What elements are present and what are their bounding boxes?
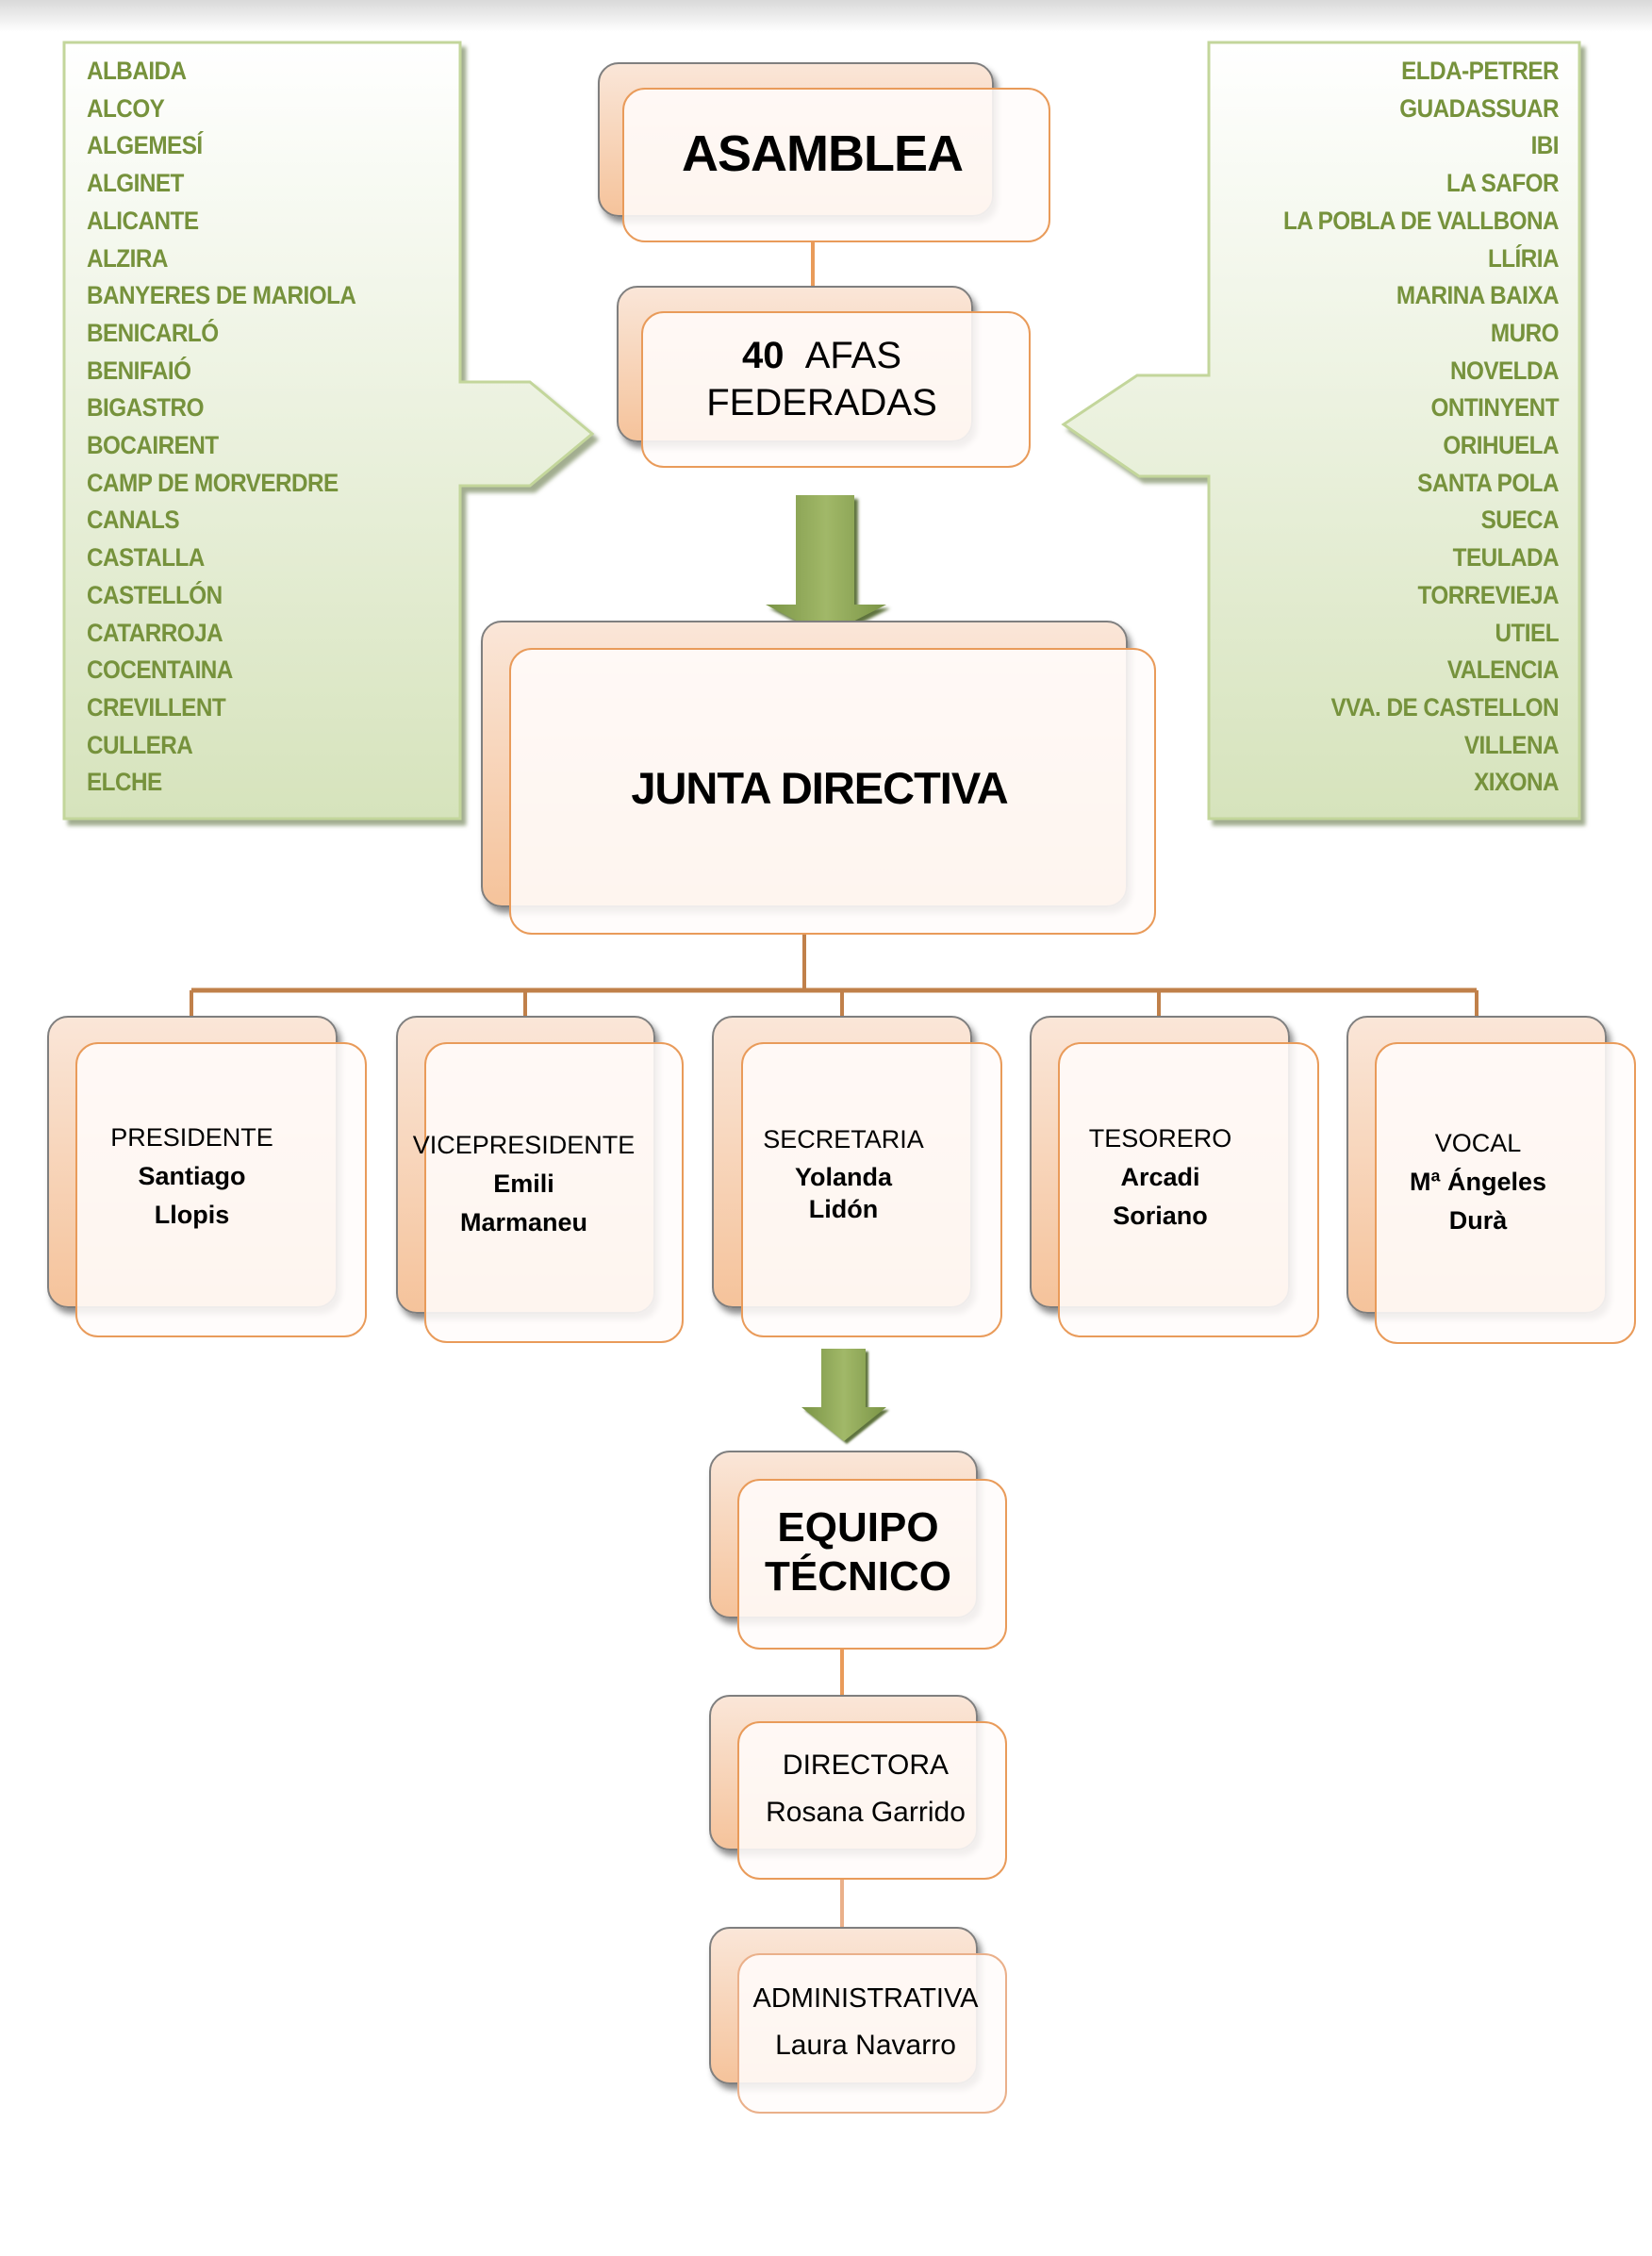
afa-item: ELCHE — [87, 768, 162, 797]
federadas-node: 40 AFAS FEDERADAS — [641, 311, 1031, 468]
staff-card-directora: DIRECTORA Rosana Garrido — [737, 1721, 1007, 1880]
junta-directiva-node: JUNTA DIRECTIVA — [509, 648, 1156, 935]
equipo-label-line1: EQUIPO — [777, 1503, 939, 1551]
staff-role: ADMINISTRATIVA — [752, 1983, 979, 2014]
staff-card-administrativa: ADMINISTRATIVA Laura Navarro — [737, 1953, 1007, 2114]
afa-item: SUECA — [1480, 506, 1560, 535]
junta-directiva-label: JUNTA DIRECTIVA — [631, 762, 1008, 813]
federadas-line1: 40 AFAS — [742, 332, 901, 379]
member-card-vicepresidente: VICEPRESIDENTE Emili Marmaneu — [413, 1042, 684, 1343]
member-name-last: Durà — [1448, 1206, 1508, 1235]
arrow-down-icon — [766, 495, 886, 636]
staff-name: Laura Navarro — [775, 2030, 956, 2061]
afa-item: LLÍRIA — [1487, 243, 1560, 273]
afa-item: GUADASSUAR — [1399, 93, 1559, 123]
member-name-last: Lidón — [808, 1194, 879, 1223]
afa-item: ALCOY — [87, 93, 165, 123]
afas-right-list: ELDA-PETRER GUADASSUAR IBI LA SAFOR LA P… — [1216, 53, 1560, 802]
afa-item: TEULADA — [1452, 543, 1560, 572]
member-name-last: Soriano — [1113, 1201, 1208, 1230]
afas-right-panel — [1061, 41, 1581, 821]
afa-item: ALICANTE — [87, 206, 199, 235]
member-name-first: Arcadi — [1120, 1162, 1200, 1191]
afa-item: VILLENA — [1463, 730, 1560, 759]
afa-item: ALGEMESÍ — [87, 131, 203, 160]
afa-item: ONTINYENT — [1430, 393, 1559, 423]
federadas-count: 40 — [742, 335, 785, 376]
afa-item: CREVILLENT — [87, 692, 226, 722]
member-name-last: Llopis — [154, 1200, 230, 1229]
member-role: SECRETARIA — [763, 1124, 924, 1153]
afa-item: COCENTAINA — [87, 655, 233, 685]
afa-item: IBI — [1530, 131, 1560, 160]
afa-item: BENIFAIÓ — [87, 356, 191, 385]
afa-item: BANYERES DE MARIOLA — [87, 281, 356, 310]
member-card-presidente: PRESIDENTE Santiago Llopis — [75, 1042, 367, 1337]
afa-item: UTIEL — [1495, 618, 1560, 647]
member-role: VICEPRESIDENTE — [412, 1130, 636, 1159]
afa-item: MURO — [1490, 318, 1560, 347]
afa-item: ORIHUELA — [1443, 431, 1559, 460]
afa-item: VALENCIA — [1446, 655, 1560, 685]
afas-left-panel — [62, 41, 595, 821]
afa-item: CASTALLA — [87, 543, 205, 572]
member-role: TESORERO — [1088, 1123, 1232, 1153]
member-name-first: Santiago — [138, 1161, 246, 1190]
afa-item: NOVELDA — [1449, 356, 1560, 385]
member-name-first: Mª Ángeles — [1409, 1168, 1547, 1196]
afa-item: CAMP DE MORVERDRE — [87, 468, 339, 497]
afa-item: BIGASTRO — [87, 393, 204, 423]
afa-item: CASTELLÓN — [87, 580, 223, 609]
staff-role: DIRECTORA — [782, 1750, 950, 1781]
afa-item: TORREVIEJA — [1417, 580, 1560, 609]
afa-item: LA POBLA DE VALLBONA — [1282, 206, 1560, 235]
afa-item: VVA. DE CASTELLON — [1330, 692, 1560, 722]
member-name-first: Emili — [493, 1169, 554, 1198]
equipo-tecnico-node: EQUIPO TÉCNICO — [737, 1479, 1007, 1650]
afa-item: BOCAIRENT — [87, 431, 219, 460]
member-name-first: Yolanda — [794, 1162, 893, 1191]
staff-name: Rosana Garrido — [766, 1797, 966, 1828]
afa-item: ALBAIDA — [87, 57, 187, 85]
member-card-tesorero: TESORERO Arcadi Soriano — [1058, 1042, 1319, 1337]
equipo-label-line2: TÉCNICO — [765, 1552, 951, 1600]
afa-item: XIXONA — [1474, 768, 1559, 797]
afa-item: SANTA POLA — [1417, 468, 1559, 497]
afa-item: CANALS — [87, 506, 180, 535]
arrow-down-small-icon — [801, 1349, 886, 1441]
afa-item: MARINA BAIXA — [1396, 281, 1560, 310]
afa-item: BENICARLÓ — [87, 318, 219, 347]
top-shade — [0, 0, 1652, 32]
asamblea-node: ASAMBLEA — [622, 88, 1050, 242]
federadas-line2: FEDERADAS — [706, 382, 937, 423]
member-role: PRESIDENTE — [110, 1122, 273, 1152]
member-name-last: Marmaneu — [459, 1207, 588, 1236]
member-card-vocal: VOCAL Mª Ángeles Durà — [1375, 1042, 1636, 1344]
asamblea-label: ASAMBLEA — [682, 125, 964, 182]
afa-item: ALZIRA — [87, 243, 168, 273]
member-card-secretaria: SECRETARIA Yolanda Lidón — [741, 1042, 1002, 1337]
afas-left-list: ALBAIDA ALCOY ALGEMESÍ ALGINET ALICANTE … — [87, 53, 386, 802]
member-role: VOCAL — [1434, 1129, 1522, 1157]
afa-item: CATARROJA — [87, 618, 223, 647]
afa-item: CULLERA — [87, 730, 193, 759]
afa-item: LA SAFOR — [1446, 169, 1560, 198]
afa-item: ALGINET — [87, 169, 184, 198]
afa-item: ELDA-PETRER — [1401, 57, 1559, 85]
federadas-afas-label: AFAS — [804, 335, 901, 376]
